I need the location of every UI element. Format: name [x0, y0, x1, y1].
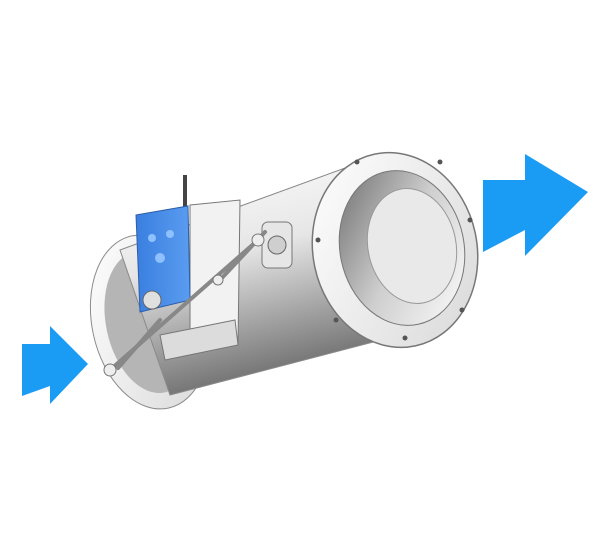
inlet-arrow-icon — [22, 326, 88, 404]
outlet-arrow-icon — [483, 154, 588, 256]
flange-bolt-holes — [315, 159, 473, 341]
actuator — [135, 175, 191, 313]
linkage-joints — [103, 233, 265, 377]
shaft-bearing — [261, 221, 293, 269]
outlet-flange — [311, 151, 479, 349]
antenna-cable — [183, 175, 187, 211]
